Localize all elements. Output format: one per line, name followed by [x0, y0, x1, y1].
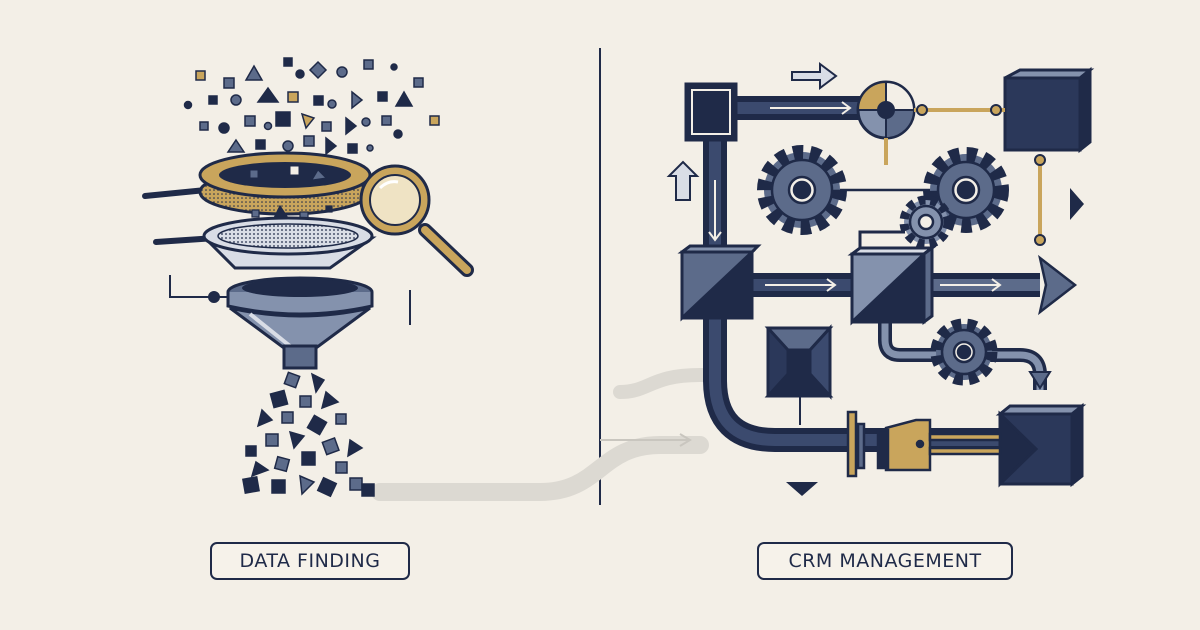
arrow-icon	[708, 101, 1002, 292]
crm-management-illustration	[666, 62, 1095, 496]
data-finding-label: DATA FINDING	[210, 542, 410, 580]
output-particles	[242, 371, 375, 498]
funnel-connector	[169, 275, 411, 325]
pan-handle	[142, 187, 209, 199]
data-finding-illustration	[142, 57, 474, 498]
valve-icon	[846, 410, 1002, 478]
connector-nodes	[916, 104, 1046, 246]
cube-icon	[677, 66, 1095, 488]
arrow-right-icon	[791, 62, 838, 90]
crm-management-label: CRM MANAGEMENT	[757, 542, 1013, 580]
arrow-up-icon	[666, 160, 700, 201]
gold-connectors	[884, 108, 1042, 240]
particles-icon	[183, 57, 440, 156]
arrow-down-icon	[1028, 371, 1052, 390]
pie-icon	[856, 80, 916, 140]
sieve-icon	[198, 151, 372, 216]
funnel-icon	[226, 276, 374, 370]
magnifier-icon	[359, 164, 474, 277]
filtered-particles	[251, 204, 333, 221]
output-arrow-icon	[1038, 254, 1078, 316]
flow-connector	[371, 368, 727, 501]
triangle-down-icon	[786, 482, 818, 496]
triangle-right-icon	[1070, 188, 1084, 220]
mesh-sieve	[201, 216, 377, 270]
flow-connector-arrow	[600, 433, 692, 447]
gear-icon	[757, 145, 1009, 386]
